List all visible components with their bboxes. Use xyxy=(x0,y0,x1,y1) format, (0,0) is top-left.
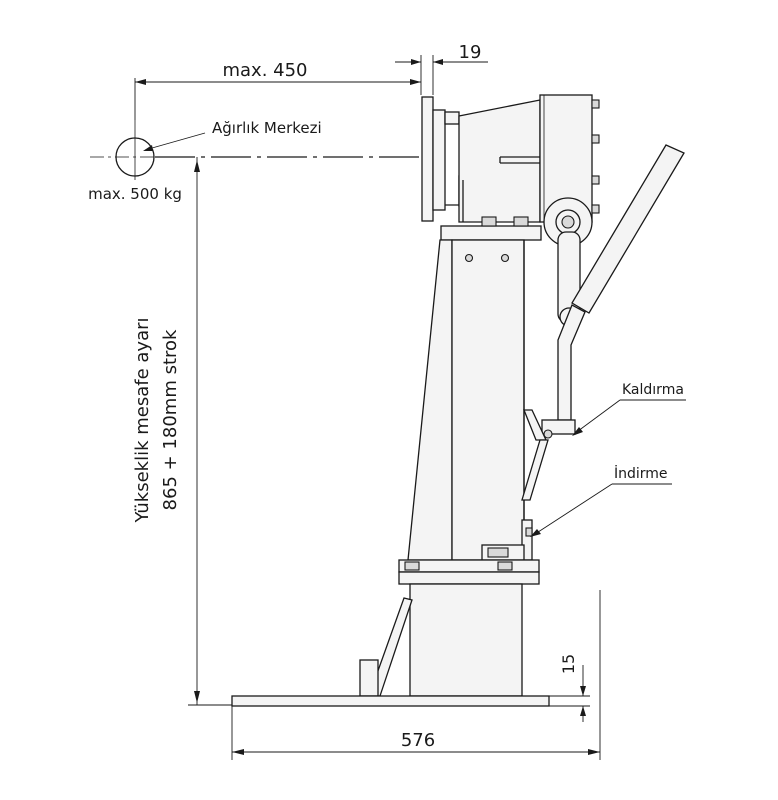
base-width-label: 576 xyxy=(401,730,435,751)
lower-column xyxy=(359,583,523,697)
pump-block xyxy=(481,544,525,561)
top-flange xyxy=(440,216,542,241)
height-label-line2: 865 + 180mm strok xyxy=(160,329,181,510)
lower-label: İndirme xyxy=(614,464,668,482)
dim-plate-thickness xyxy=(395,55,488,95)
column xyxy=(407,239,525,561)
cog-label: Ağırlık Merkezi xyxy=(212,119,322,137)
max-load-label: max. 500 kg xyxy=(88,185,182,203)
plate-thickness-label: 19 xyxy=(459,42,482,63)
crank-wheel xyxy=(543,197,593,247)
base-plate xyxy=(231,695,550,707)
base-thickness-label: 15 xyxy=(559,654,578,674)
height-label-line1: Yükseklik mesafe ayarı xyxy=(132,317,153,523)
lift-leader xyxy=(572,399,686,436)
max-reach-label: max. 450 xyxy=(222,60,307,81)
lift-label: Kaldırma xyxy=(622,382,684,398)
lower-leader xyxy=(530,483,672,537)
dim-height xyxy=(188,157,232,706)
dim-base-width xyxy=(231,590,601,760)
cog-leader xyxy=(143,132,206,151)
lower-rod xyxy=(521,409,549,561)
long-lever xyxy=(541,144,685,439)
load-circle xyxy=(90,120,180,180)
dim-base-thickness xyxy=(549,665,590,722)
middle-plate xyxy=(398,559,540,585)
